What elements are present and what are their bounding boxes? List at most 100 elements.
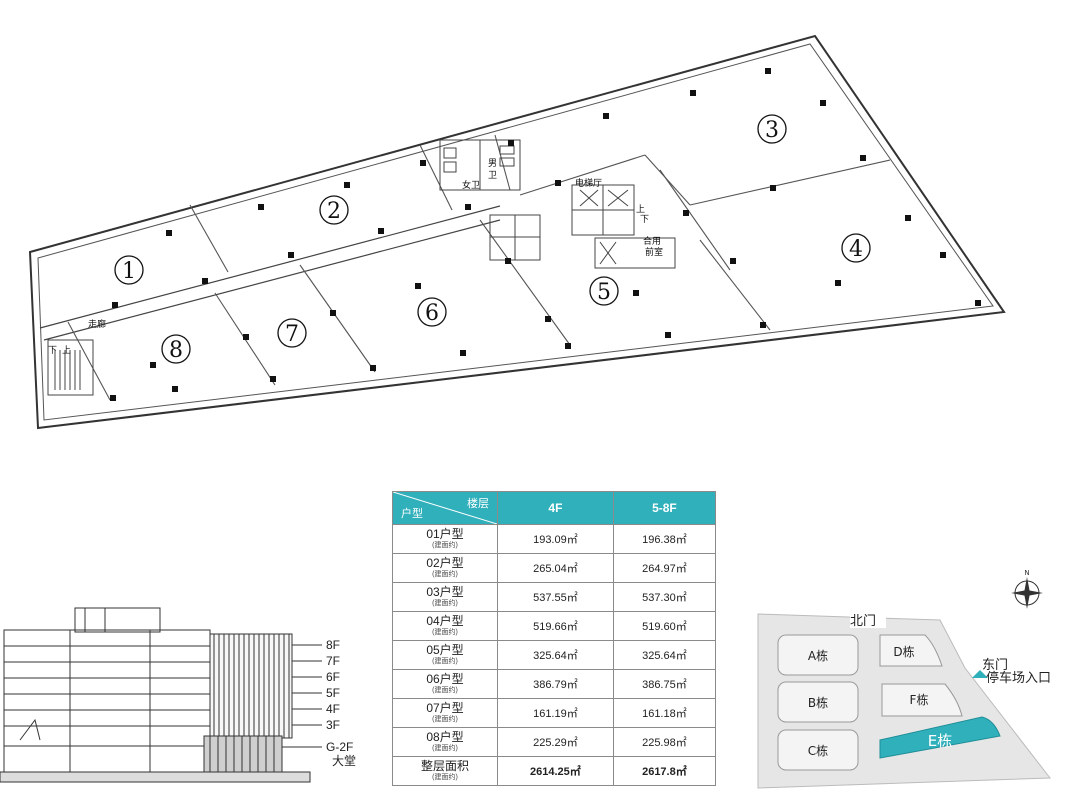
unit-2: 2 [319,195,349,225]
elevation-facade-grid [203,633,293,773]
unit-1: 1 [114,255,144,285]
lobby-label: 大堂 [332,754,356,768]
row-note: (建面约) [432,658,458,665]
elevator-hall-label: 电梯厅 [575,177,602,189]
cell-5-8f: 196.38㎡ [612,524,717,554]
unit-2-label: 2 [327,199,341,224]
male-wc-label-1: 男 [488,158,497,169]
table-row: 08户型(建面约) 225.29㎡ 225.98㎡ [392,727,717,757]
row-name: 05户型 [426,643,464,657]
table-total-row: 整层面积(建面约) 2614.25㎡ 2617.8㎡ [392,756,717,786]
structural-columns [110,68,981,401]
unit-8-label: 8 [169,338,183,363]
cell-5-8f: 264.97㎡ [612,553,717,583]
cell-5-8f: 537.30㎡ [612,582,717,612]
row-name: 04户型 [426,614,464,628]
floor-leader-lines [282,644,322,748]
column-5-8f: 5-8F [612,491,717,525]
unit-4: 4 [841,233,871,263]
building-outline-inner [37,43,994,421]
total-note: (建面约) [432,774,458,781]
unit-6-label: 6 [425,301,439,326]
stair-down-label: 下 [640,215,649,225]
cell-4f: 225.29㎡ [497,727,614,757]
floor-plan: 1 2 3 4 5 6 7 8 走廊 电梯厅 男 卫 女卫 合用 前室 上 下 … [28,34,1006,430]
row-name: 06户型 [426,672,464,686]
unit-area-table: 楼层 户型 4F 5-8F 01户型(建面约) 193.09㎡ 196.38㎡ … [392,491,717,786]
diagonal-divider [393,492,497,524]
column-4f: 4F [497,491,614,525]
row-name: 03户型 [426,585,464,599]
table-corner-header: 楼层 户型 [392,491,498,525]
elevation-structure [0,607,311,783]
corridor-wall-lower [43,219,501,341]
cell-4f: 161.19㎡ [497,698,614,728]
table-row: 01户型(建面约) 193.09㎡ 196.38㎡ [392,524,717,554]
unit-3-label: 3 [765,118,779,143]
unit-4-label: 4 [849,237,863,262]
floor-label-3f: 3F [326,718,340,732]
parking-entrance-label: 停车场入口 [986,670,1051,686]
east-gate-label: 东门 [982,658,1008,673]
cell-4f: 265.04㎡ [497,553,614,583]
male-wc-label-2: 卫 [488,171,497,181]
unit-8: 8 [161,334,191,364]
unit-numbers: 1 2 3 4 5 6 7 8 [114,114,871,364]
floor-label-g2f: G-2F [326,740,353,754]
cell-4f: 537.55㎡ [497,582,614,612]
building-b-label: B栋 [808,695,828,710]
row-note: (建面约) [432,745,458,752]
table-row: 07户型(建面约) 161.19㎡ 161.18㎡ [392,698,717,728]
row-note: (建面约) [432,542,458,549]
unit-5-label: 5 [597,280,611,305]
unit-7: 7 [277,318,307,348]
row-note: (建面约) [432,629,458,636]
cell-5-8f: 225.98㎡ [612,727,717,757]
unit-7-label: 7 [285,322,299,347]
stair2-up-label: 上 [62,345,71,356]
cell-4f: 519.66㎡ [497,611,614,641]
total-4f: 2614.25㎡ [497,756,614,786]
compass-icon: N [1011,569,1043,609]
cell-5-8f: 325.64㎡ [612,640,717,670]
row-name: 02户型 [426,556,464,570]
building-a-label: A栋 [808,648,828,663]
unit-1-label: 1 [122,259,136,284]
row-note: (建面约) [432,716,458,723]
row-note: (建面约) [432,600,458,607]
unit-3: 3 [757,114,787,144]
table-row: 05户型(建面约) 325.64㎡ 325.64㎡ [392,640,717,670]
partition-walls [67,134,891,401]
cell-5-8f: 386.75㎡ [612,669,717,699]
stair2-down-label: 下 [48,346,57,356]
north-gate-label: 北门 [850,614,876,629]
building-c: C栋 [777,729,859,771]
table-row: 03户型(建面约) 537.55㎡ 537.30㎡ [392,582,717,612]
floor-label-5f: 5F [326,686,340,700]
building-outline [28,34,1006,430]
row-name: 08户型 [426,730,464,744]
elevator-core [489,184,676,269]
cell-5-8f: 161.18㎡ [612,698,717,728]
cell-5-8f: 519.60㎡ [612,611,717,641]
cell-4f: 325.64㎡ [497,640,614,670]
row-note: (建面约) [432,571,458,578]
table-header-row: 楼层 户型 4F 5-8F [392,491,717,525]
site-map: N 北门 A栋 D栋 B栋 F栋 C栋 E栋 东门 停车场入口 [757,569,1051,789]
cell-4f: 386.79㎡ [497,669,614,699]
building-c-label: C栋 [808,743,828,758]
floor-label-8f: 8F [326,638,340,652]
shared-label-1: 合用 [643,235,661,247]
unit-6: 6 [417,297,447,327]
building-a: A栋 [777,634,859,676]
header-unit-label: 户型 [401,508,423,520]
row-name: 01户型 [426,527,464,541]
building-f-label: F栋 [910,692,929,707]
building-d-label: D栋 [893,644,914,659]
unit-5: 5 [589,276,619,306]
header-floor-label: 楼层 [467,498,489,510]
table-row: 06户型(建面约) 386.79㎡ 386.75㎡ [392,669,717,699]
compass-n: N [1024,569,1029,577]
stair-left [47,339,94,396]
building-e: E栋 [879,716,1001,759]
